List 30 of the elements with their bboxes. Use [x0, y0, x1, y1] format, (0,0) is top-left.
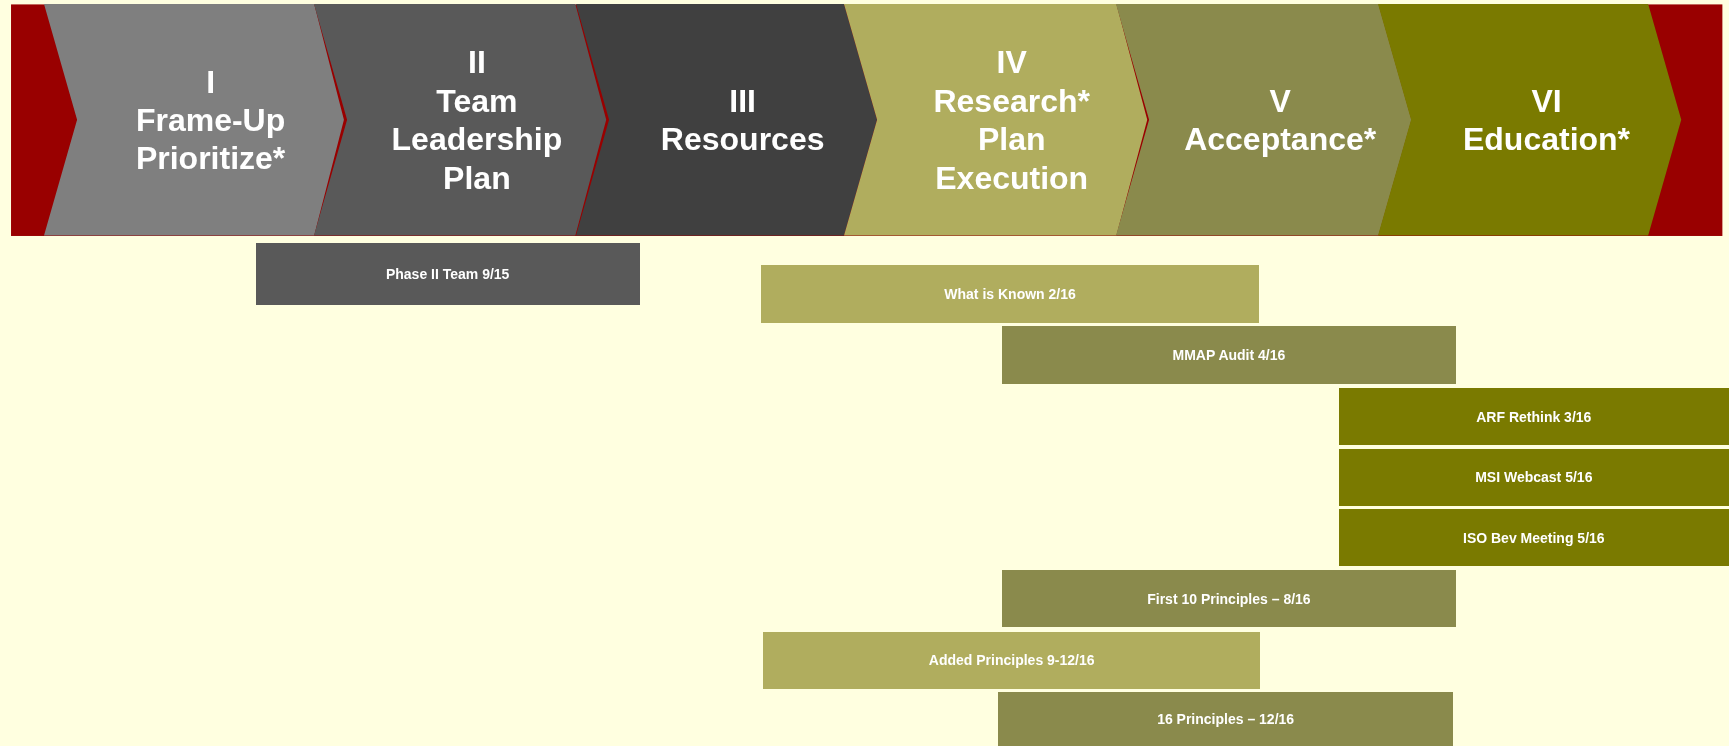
phase-title: Frame-Up Prioritize*	[134, 101, 287, 178]
milestone-bar	[1338, 388, 1729, 446]
milestone-label: ISO Bev Meeting 5/16	[1463, 529, 1605, 546]
phase-numeral: II	[468, 43, 486, 82]
phase-title: Research* Plan Execution	[932, 81, 1091, 197]
milestone-label: What is Known 2/16	[944, 285, 1076, 302]
milestone-bar	[997, 692, 1454, 746]
milestone-bar	[760, 264, 1260, 324]
phase-numeral: III	[729, 81, 756, 121]
milestone-bar	[1002, 570, 1456, 628]
phase-numeral: VI	[1531, 81, 1562, 121]
phase-numeral: I	[206, 62, 216, 101]
phase-title: Education*	[1462, 120, 1631, 159]
milestone-label: MSI Webcast 5/16	[1475, 469, 1593, 486]
milestone-label: Phase II Team 9/15	[385, 266, 510, 282]
milestone-label: First 10 Principles – 8/16	[1147, 590, 1311, 607]
milestone-bar	[1338, 509, 1729, 566]
phase-numeral: IV	[996, 43, 1027, 82]
milestone-label: ARF Rethink 3/16	[1476, 408, 1592, 425]
milestone-bar	[763, 631, 1261, 690]
phase-title: Team Leadership Plan	[390, 81, 564, 197]
phase-title: Resources	[660, 120, 825, 159]
milestone-label: MMAP Audit 4/16	[1172, 347, 1286, 364]
phase-title: Acceptance*	[1184, 120, 1377, 159]
phase-numeral: V	[1269, 81, 1291, 121]
milestone-label: 16 Principles – 12/16	[1157, 711, 1295, 728]
milestone-bar	[1338, 448, 1729, 507]
milestone-label: Added Principles 9-12/16	[928, 652, 1095, 669]
milestone-bar	[1002, 326, 1456, 384]
milestone-bar	[255, 242, 640, 306]
